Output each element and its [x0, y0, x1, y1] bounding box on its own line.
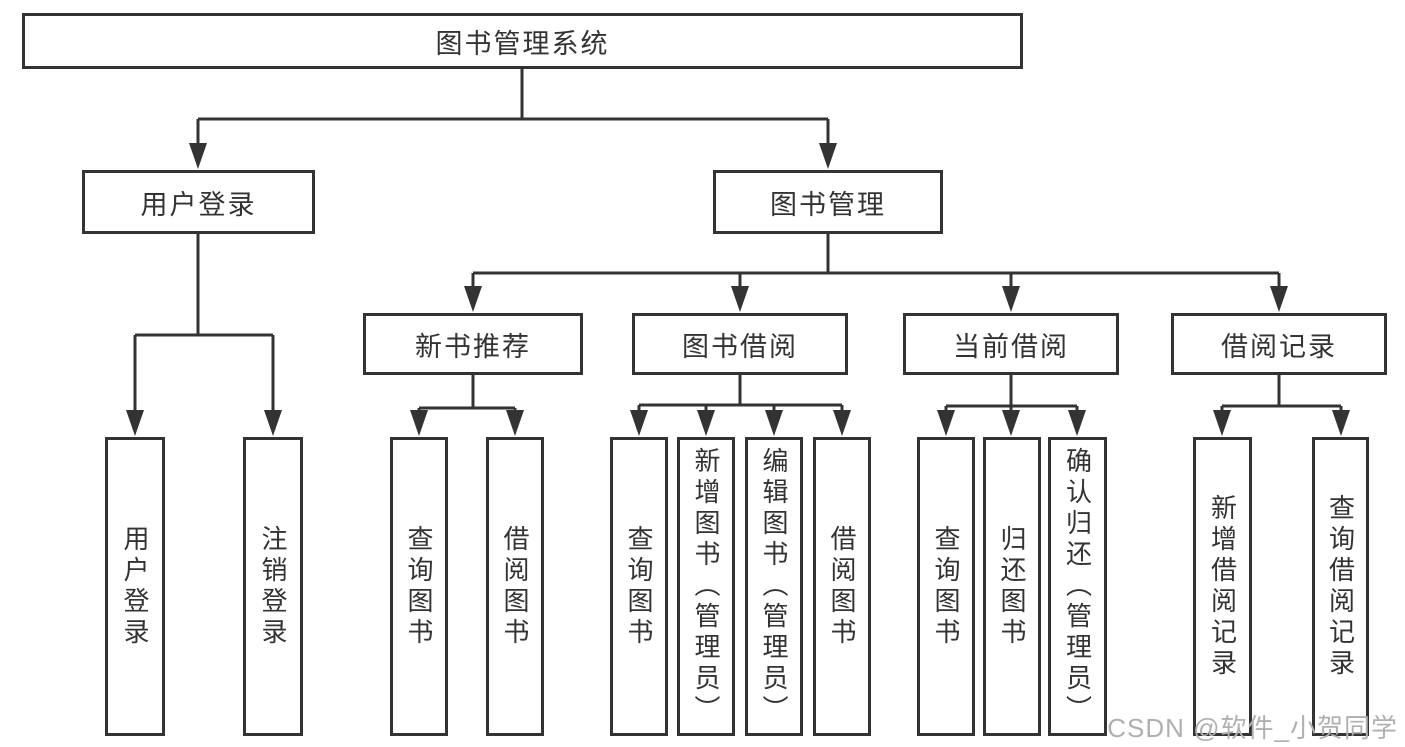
node-label: 新增借阅记录 — [1207, 493, 1238, 680]
leaf-borrow-books-recommend: 借阅图书 — [486, 437, 544, 736]
node-book-management: 图书管理 — [713, 170, 943, 234]
leaf-edit-book-admin: 编辑图书（管理员） — [745, 437, 803, 736]
leaf-logout: 注销登录 — [243, 437, 303, 736]
leaf-add-borrow-record: 新增借阅记录 — [1193, 437, 1252, 736]
leaf-query-books-borrowing: 查询图书 — [610, 437, 668, 736]
node-current-borrowing: 当前借阅 — [903, 313, 1119, 375]
node-label: 新书推荐 — [415, 331, 531, 362]
node-label: 图书借阅 — [682, 331, 798, 362]
leaf-add-book-admin: 新增图书（管理员） — [677, 437, 735, 736]
node-label: 借阅图书 — [500, 524, 530, 649]
node-label: 当前借阅 — [953, 331, 1069, 362]
node-label: 用户登录 — [140, 189, 257, 220]
leaf-query-books-recommend: 查询图书 — [390, 437, 448, 736]
node-label: 编辑图书（管理员） — [759, 447, 789, 726]
node-user-login: 用户登录 — [82, 170, 315, 234]
node-borrowing-records: 借阅记录 — [1171, 313, 1387, 375]
node-label: 注销登录 — [258, 524, 288, 649]
node-label: 图书管理系统 — [435, 28, 610, 59]
leaf-user-login: 用户登录 — [105, 437, 165, 736]
leaf-borrow-books: 借阅图书 — [813, 437, 871, 736]
node-label: 查询图书 — [404, 524, 434, 649]
node-label: 新增图书（管理员） — [691, 447, 721, 726]
node-book-borrowing: 图书借阅 — [632, 313, 848, 375]
node-new-book-recommend: 新书推荐 — [363, 313, 583, 375]
node-label: 归还图书 — [997, 524, 1027, 649]
leaf-query-books-current: 查询图书 — [917, 437, 975, 736]
leaf-return-books: 归还图书 — [983, 437, 1041, 736]
leaf-query-borrow-record: 查询借阅记录 — [1312, 437, 1369, 736]
node-label: 图书管理 — [770, 189, 886, 220]
node-label: 用户登录 — [120, 524, 150, 649]
arrowheads — [126, 143, 1350, 436]
node-label: 查询图书 — [624, 524, 654, 649]
node-label: 借阅图书 — [827, 524, 857, 649]
csdn-watermark: CSDN @软件_小贺同学 — [1107, 713, 1398, 743]
node-library-management-system: 图书管理系统 — [22, 13, 1023, 69]
node-label: 借阅记录 — [1221, 331, 1337, 362]
node-label: 查询图书 — [931, 524, 961, 649]
node-label: 查询借阅记录 — [1325, 493, 1356, 680]
leaf-confirm-return-admin: 确认归还（管理员） — [1048, 437, 1107, 736]
node-label: 确认归还（管理员） — [1062, 447, 1093, 726]
